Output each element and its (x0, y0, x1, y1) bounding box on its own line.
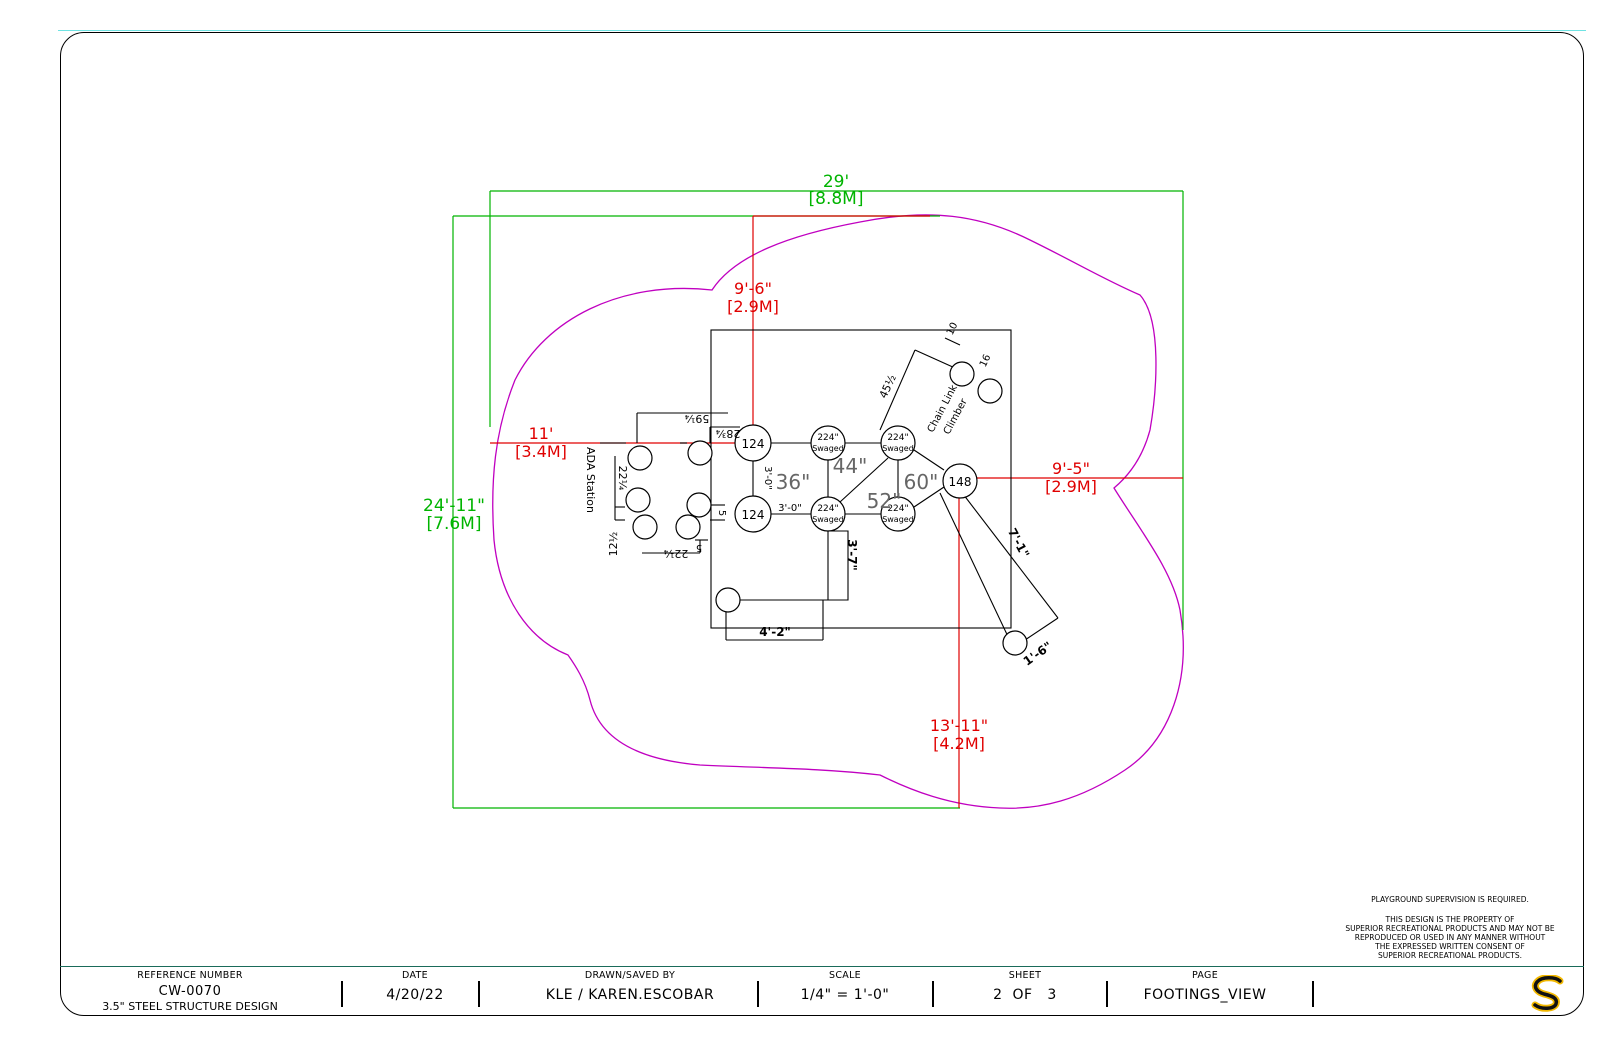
safety-zone-outline (492, 214, 1184, 809)
post-224-a: 224" (817, 433, 838, 443)
post-224-a-swaged: Swaged (812, 444, 844, 453)
overall-depth-ft: 24'-11" (423, 496, 485, 516)
dim-10: 10 (945, 321, 960, 337)
offset-top-m: [2.9M] (727, 297, 779, 316)
ada-station-label: ADA Station (584, 447, 597, 513)
separator (757, 981, 759, 1007)
post-124-top: 124 (742, 437, 765, 451)
dim-28: 28¾ (715, 427, 740, 440)
dim-3-0-vertical: 3'-0" (762, 466, 773, 490)
separator (1106, 981, 1108, 1007)
property-note-1: THIS DESIGN IS THE PROPERTY OF (1385, 915, 1515, 924)
post-224-d-swaged: Swaged (882, 515, 914, 524)
frame-accent-line (58, 30, 1586, 35)
post-224-b: 224" (887, 433, 908, 443)
page-value: FOOTINGS_VIEW (1143, 987, 1267, 1003)
reference-cell: REFERENCE NUMBER CW-0070 3.5" STEEL STRU… (90, 967, 290, 1015)
deck-60: 60" (904, 470, 939, 494)
dim-5a: 5 (716, 510, 727, 516)
reference-sub: 3.5" STEEL STRUCTURE DESIGN (102, 1000, 278, 1013)
offset-bottom-m: [4.2M] (933, 734, 985, 753)
dim-22a: 22¼ (616, 466, 629, 491)
offset-left-ft: 11' (529, 424, 554, 443)
property-note-3: REPRODUCED OR USED IN ANY MANNER WITHOUT (1354, 933, 1546, 942)
property-note-5: SUPERIOR RECREATIONAL PRODUCTS. (1378, 951, 1522, 960)
post-224-b-swaged: Swaged (882, 444, 914, 453)
dim-4-2: 4'-2" (759, 625, 791, 639)
dim-5b: 5 (696, 542, 702, 553)
offset-bottom-ft: 13'-11" (930, 716, 988, 735)
reference-header: REFERENCE NUMBER (137, 970, 243, 981)
offset-top-ft: 9'-6" (734, 279, 772, 298)
drawn-header: DRAWN/SAVED BY (584, 970, 676, 981)
dim-59: 59¼ (684, 412, 709, 425)
dim-22b: 22¼ (663, 547, 688, 560)
offset-right-m: [2.9M] (1045, 477, 1097, 496)
post-circles (625, 361, 1028, 656)
drawn-value: KLE / KAREN.ESCOBAR (545, 987, 715, 1003)
post-224-d: 224" (887, 504, 908, 514)
offset-right-ft: 9'-5" (1052, 459, 1090, 478)
post-224-c-swaged: Swaged (812, 515, 844, 524)
sheet-cell: SHEET 2 OF 3 (940, 967, 1110, 1015)
sheet-value: 2 OF 3 (993, 987, 1057, 1003)
post-124-bottom: 124 (742, 508, 765, 522)
post-148: 148 (949, 475, 972, 489)
dim-16: 16 (978, 353, 993, 369)
deck-52: 52" (867, 489, 902, 513)
page-cell: PAGE FOOTINGS_VIEW (1120, 967, 1290, 1015)
dim-7-1: 7'-1" (1005, 526, 1032, 560)
deck-44: 44" (833, 454, 868, 478)
overall-dimensions (452, 190, 1184, 809)
date-header: DATE (402, 970, 428, 981)
reference-value: CW-0070 (158, 984, 222, 999)
design-notes: PLAYGROUND SUPERVISION IS REQUIRED. THIS… (1318, 895, 1582, 960)
separator (341, 981, 343, 1007)
dim-3-0-horizontal: 3'-0" (778, 503, 802, 514)
page-header: PAGE (1191, 970, 1219, 981)
offset-left-m: [3.4M] (515, 442, 567, 461)
scale-cell: SCALE 1/4" = 1'-0" (760, 967, 930, 1015)
drawing-frame (60, 32, 1584, 1016)
deck-36: 36" (776, 470, 811, 494)
structure-lines (600, 329, 1059, 646)
date-value: 4/20/22 (386, 987, 444, 1003)
property-note-2: SUPERIOR RECREATIONAL PRODUCTS AND MAY N… (1345, 924, 1555, 933)
overall-width-m: [8.8M] (809, 189, 864, 209)
separator (1312, 981, 1314, 1007)
post-224-c: 224" (817, 504, 838, 514)
date-cell: DATE 4/20/22 (360, 967, 470, 1015)
dim-45: 45½ (877, 373, 899, 401)
scale-value: 1/4" = 1'-0" (800, 987, 890, 1003)
superior-s-logo-icon (1531, 975, 1564, 1012)
separator (932, 981, 934, 1007)
separator (478, 981, 480, 1007)
overall-width-ft: 29' (823, 172, 849, 192)
dim-3-7: 3'-7" (845, 539, 859, 571)
dim-12: 12½ (607, 532, 620, 557)
title-block: REFERENCE NUMBER CW-0070 3.5" STEEL STRU… (60, 966, 1584, 1016)
property-note-4: THE EXPRESSED WRITTEN CONSENT OF (1375, 942, 1525, 951)
supervision-note: PLAYGROUND SUPERVISION IS REQUIRED. (1371, 895, 1529, 904)
sheet-header: SHEET (1008, 970, 1042, 981)
drawn-cell: DRAWN/SAVED BY KLE / KAREN.ESCOBAR (500, 967, 760, 1015)
scale-header: SCALE (829, 970, 861, 981)
overall-depth-m: [7.6M] (427, 514, 482, 534)
